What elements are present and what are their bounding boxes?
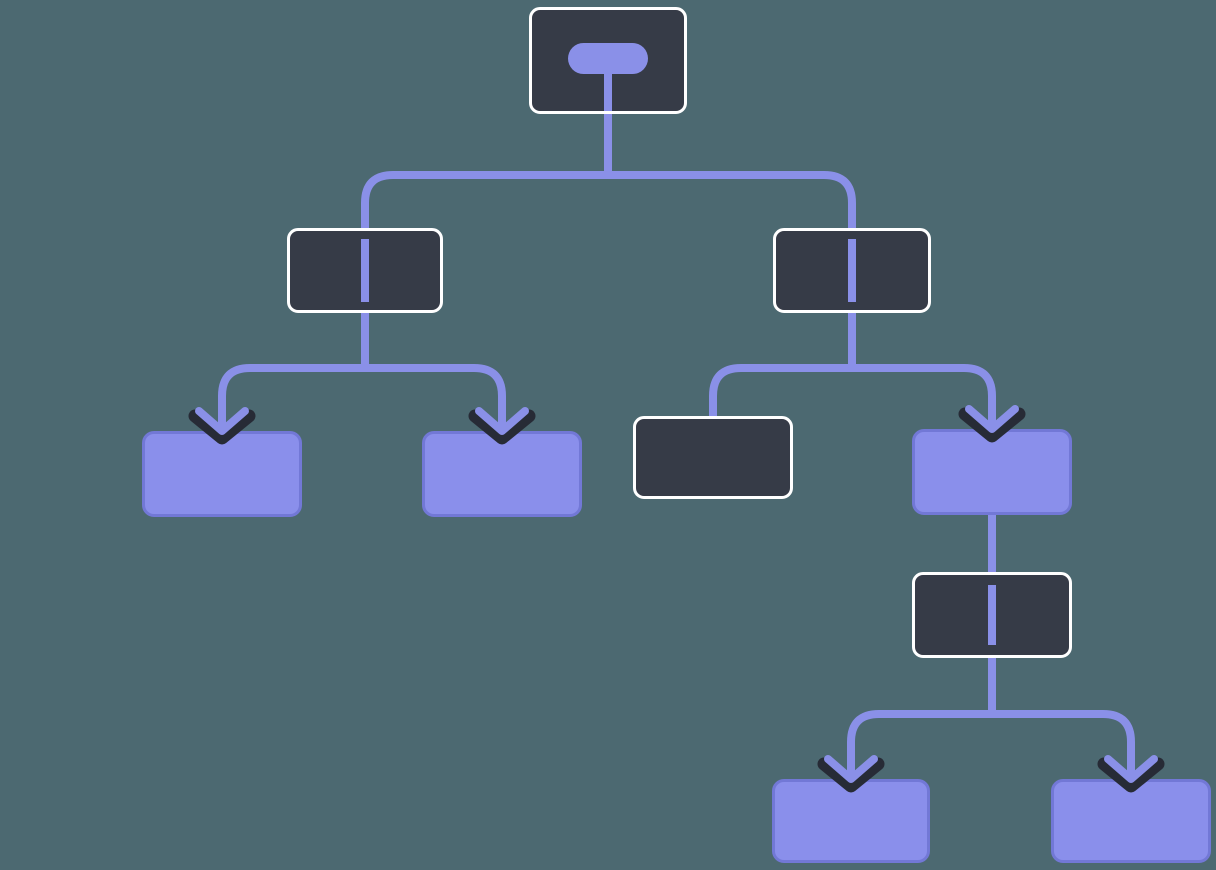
branch-node-left[interactable]: [287, 228, 443, 313]
branch-node-right[interactable]: [773, 228, 931, 313]
pill-icon: [568, 43, 648, 74]
root-node[interactable]: [529, 7, 687, 114]
pass-through-line: [361, 239, 369, 302]
branch-node-bottom[interactable]: [912, 572, 1072, 658]
dark-leaf-node[interactable]: [633, 416, 793, 499]
leaf-node-3[interactable]: [912, 429, 1072, 515]
root-stem-line: [604, 62, 612, 111]
leaf-node-1[interactable]: [142, 431, 302, 517]
leaf-node-2[interactable]: [422, 431, 582, 517]
leaf-node-4[interactable]: [772, 779, 930, 863]
leaf-node-5[interactable]: [1051, 779, 1211, 863]
edge-left-fork: [218, 364, 506, 434]
edge-bottom-fork: [847, 710, 1135, 781]
pass-through-line: [988, 585, 996, 645]
pass-through-line: [848, 239, 856, 302]
edge-root-fork: [361, 171, 856, 231]
